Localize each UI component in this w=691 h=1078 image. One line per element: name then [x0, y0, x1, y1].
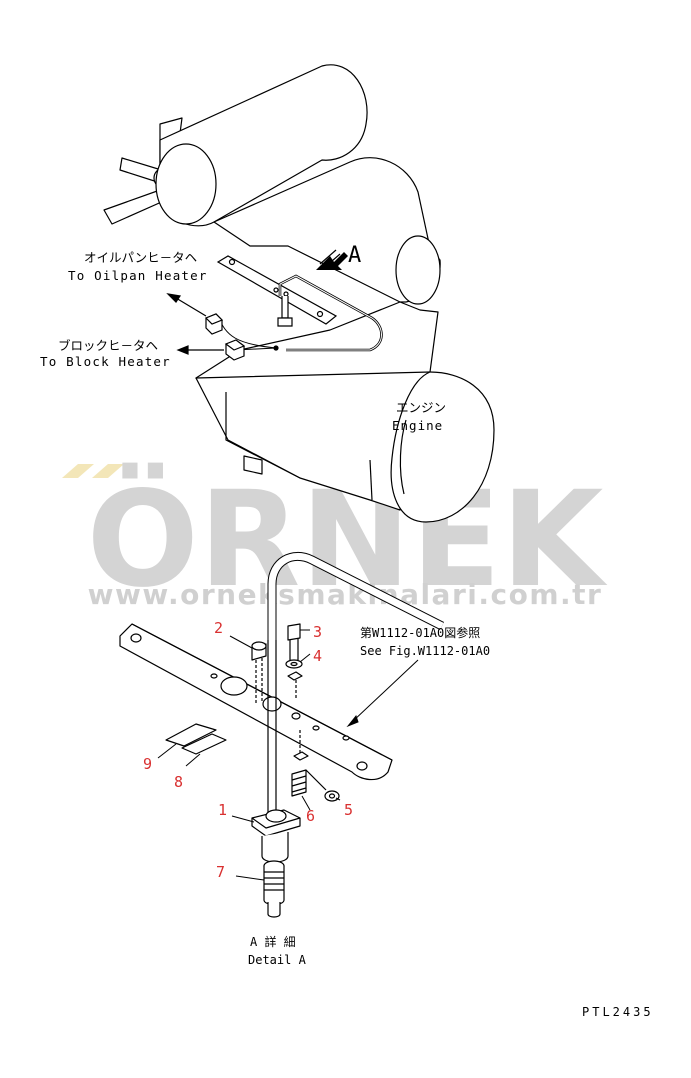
arrow-head — [166, 293, 182, 303]
leader-arrow-head — [346, 714, 359, 728]
leader-4 — [299, 653, 311, 663]
connector-top — [204, 313, 224, 325]
heater-top-1 — [265, 809, 287, 823]
bracket-hole — [283, 291, 289, 297]
plate-hole — [130, 633, 142, 643]
oil-pan-edge — [225, 392, 301, 479]
view-marker-label: A — [348, 243, 361, 268]
leader-6 — [301, 795, 311, 811]
engine-middle-block — [213, 157, 441, 303]
watermark-accent-mark — [62, 464, 94, 478]
bolt-head-top-2 — [251, 641, 267, 651]
engine-label-en: Engine — [392, 418, 443, 433]
bracket-hole — [228, 258, 236, 266]
block-heater-label-en: To Block Heater — [40, 354, 171, 369]
leader-8 — [185, 753, 201, 767]
arrow-to-oilpan-heater — [175, 297, 207, 317]
label-plate-9 — [165, 723, 217, 747]
heater-pipe-fill — [268, 552, 444, 640]
sleeve-tip — [267, 902, 281, 918]
bracket-hole — [273, 287, 279, 293]
part-number-4: 4 — [313, 647, 322, 665]
leader-9 — [157, 743, 177, 759]
upper-labels: オイルパンヒ－タヘ To Oilpan Heater ブロックヒ－タヘ To B… — [40, 250, 446, 433]
part-number-9: 9 — [143, 755, 152, 773]
engine-label-jp: エンジン — [396, 400, 446, 415]
part-number-5: 5 — [344, 801, 353, 819]
sleeve-knurl — [264, 871, 284, 891]
watermark-url: www.orneksmakinalari.com.tr — [88, 578, 603, 611]
heater-element — [281, 296, 289, 319]
leader-see-fig — [351, 659, 419, 723]
fitting-line — [305, 769, 327, 791]
bracket-hole — [316, 310, 324, 318]
bolt-axis-2 — [255, 658, 263, 704]
leader-5 — [335, 797, 341, 801]
fitting-thread — [291, 775, 307, 793]
part-number-6: 6 — [306, 807, 315, 825]
drawing-code: PTL2435 — [582, 1005, 654, 1019]
part-number-7: 7 — [216, 863, 225, 881]
heater-rod — [267, 640, 277, 820]
direction-arrows — [166, 293, 224, 355]
part-number-2: 2 — [214, 619, 223, 637]
nut-lower — [293, 751, 309, 761]
see-fig-label-en: See Fig.W1112-01A0 — [360, 644, 490, 658]
leader-1 — [231, 815, 255, 823]
flywheel-housing — [390, 371, 495, 523]
engine-end-cap — [395, 235, 441, 305]
arrow-head — [176, 345, 189, 355]
wire-connectors — [204, 313, 246, 361]
view-arrow-a: A — [316, 243, 361, 270]
connector-top — [224, 339, 246, 351]
bolt-head-3 — [287, 623, 301, 641]
detail-a-assembly — [119, 551, 445, 918]
part-number-8: 8 — [174, 773, 183, 791]
plate-hole-large — [220, 676, 248, 696]
plate-hole — [312, 725, 320, 731]
pan-rib — [369, 459, 373, 501]
oilpan-heater-label-jp: オイルパンヒ－タヘ — [84, 250, 197, 265]
block-heater-label-jp: ブロックヒ－タヘ — [58, 338, 158, 353]
heater-tube-inner — [279, 275, 382, 351]
plate-hole — [291, 712, 301, 720]
oilpan-heater-label-en: To Oilpan Heater — [68, 268, 208, 283]
washer-hole — [290, 661, 298, 667]
nut-hole — [328, 793, 336, 799]
radiator-end — [155, 143, 217, 225]
label-plate-8 — [181, 733, 227, 755]
flywheel-contour — [399, 419, 407, 495]
lower-labels: 第W1112-01A0図参照 See Fig.W1112-01A0 A 詳 細 … — [248, 625, 654, 1019]
detail-a-label-en: Detail A — [248, 953, 307, 967]
leader-2 — [229, 635, 253, 649]
part-numbers: 2 3 4 5 6 1 7 8 9 — [143, 619, 353, 881]
leader-lines — [157, 629, 419, 881]
heater-body-1 — [261, 832, 289, 863]
drain-plug — [243, 455, 263, 475]
plate-hole — [342, 735, 350, 741]
leader-7 — [235, 875, 265, 881]
nut-upper — [287, 671, 303, 681]
detail-a-label-jp: A 詳 細 — [250, 934, 296, 949]
heater-nut — [277, 317, 293, 327]
watermark-accent-mark — [92, 464, 124, 478]
plate-hole — [356, 761, 368, 771]
part-number-3: 3 — [313, 623, 322, 641]
engine-illustration — [103, 64, 495, 523]
plate-hole — [262, 696, 282, 712]
part-number-1: 1 — [218, 801, 227, 819]
see-fig-label-jp: 第W1112-01A0図参照 — [360, 625, 480, 640]
plate-hole — [210, 673, 218, 679]
